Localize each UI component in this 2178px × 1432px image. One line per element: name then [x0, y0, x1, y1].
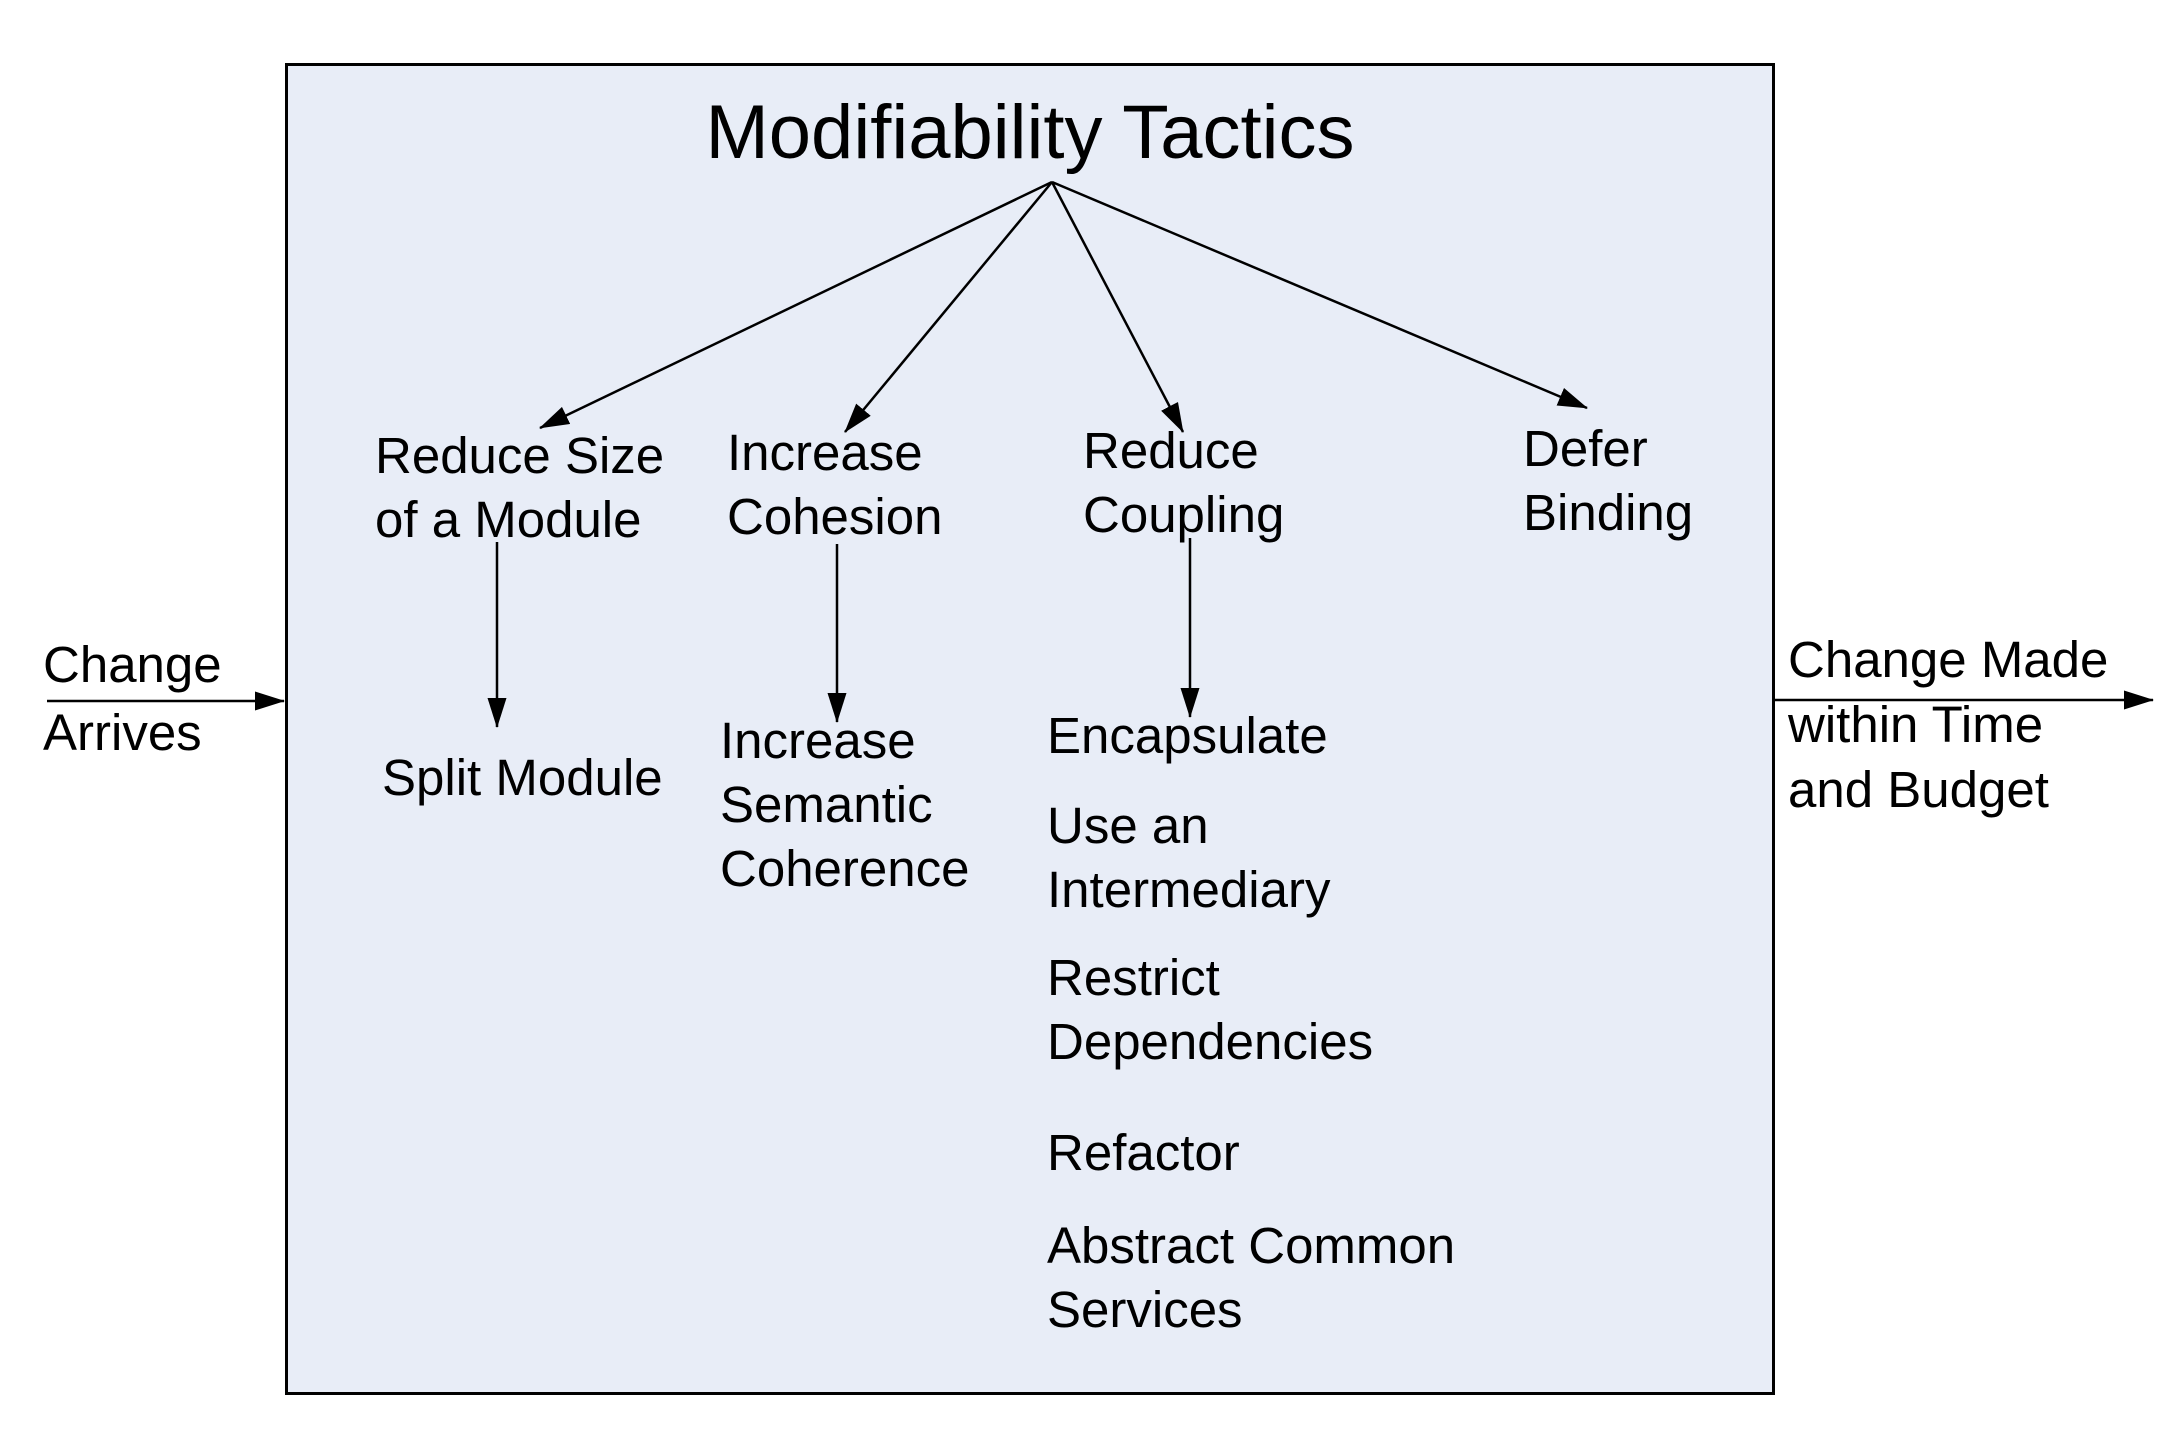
tactic-abstract-common-services: Abstract Common Services: [1047, 1217, 1456, 1338]
category-reduce-size: Reduce Size of a Module: [375, 427, 665, 548]
tactic-refactor: Refactor: [1047, 1124, 1240, 1181]
category-defer-binding: Defer Binding: [1523, 420, 1694, 541]
change-made-label: Change Made within Time and Budget: [1788, 631, 2109, 818]
tactic-split-module: Split Module: [382, 749, 663, 806]
category-increase-cohesion: Increase Cohesion: [727, 424, 943, 545]
tactic-use-an-intermediary: Use an Intermediary: [1047, 797, 1331, 918]
category-reduce-coupling: Reduce Coupling: [1083, 422, 1285, 543]
tactic-encapsulate: Encapsulate: [1047, 707, 1328, 764]
tactics-container-box: [285, 63, 1775, 1395]
change-arrives-label: Change Arrives: [43, 636, 222, 761]
tactic-increase-semantic-coherence: Increase Semantic Coherence: [720, 712, 970, 897]
diagram-title: Modifiability Tactics: [705, 90, 1355, 175]
tactic-restrict-dependencies: Restrict Dependencies: [1047, 949, 1374, 1070]
